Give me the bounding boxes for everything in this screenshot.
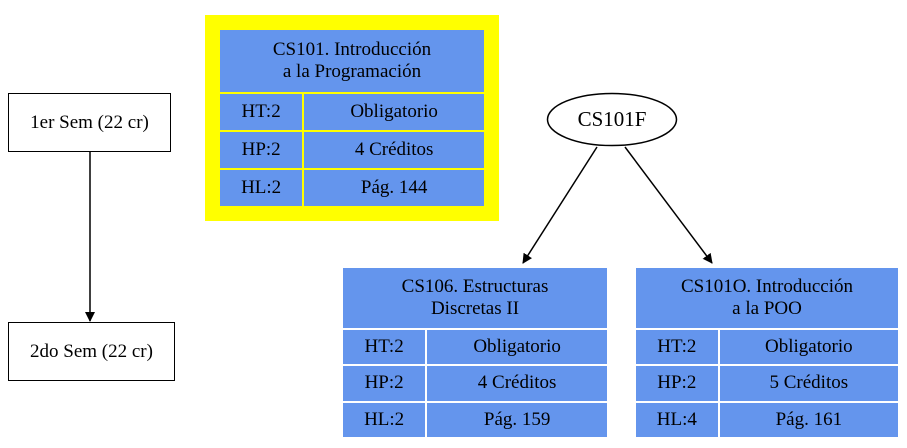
- course-hl: HL:2: [343, 402, 426, 437]
- course-hp: HP:2: [220, 132, 303, 169]
- semester-label: 2do Sem (22 cr): [30, 340, 153, 362]
- semester-node-1: 1er Sem (22 cr): [8, 93, 171, 152]
- course-page: Pág. 161: [719, 402, 898, 437]
- course-page: Pág. 144: [304, 170, 484, 206]
- course-credits: 5 Créditos: [719, 366, 898, 401]
- prerequisite-label: CS101F: [577, 107, 647, 131]
- course-credits: 4 Créditos: [304, 132, 484, 169]
- semester-node-2: 2do Sem (22 cr): [8, 322, 175, 381]
- ellipse-shape: [546, 92, 678, 147]
- course-type: Obligatorio: [719, 329, 898, 365]
- course-hp: HP:2: [636, 366, 718, 401]
- course-ht: HT:2: [220, 94, 303, 131]
- edge-cs101f-to-cs101o: [624, 146, 713, 264]
- course-credits: 4 Créditos: [427, 366, 607, 401]
- course-page: Pág. 159: [427, 402, 607, 437]
- course-hp: HP:2: [343, 366, 426, 401]
- course-ht: HT:2: [343, 329, 426, 365]
- course-ht: HT:2: [636, 329, 718, 365]
- edge-cs101f-to-cs106: [522, 146, 598, 264]
- course-hl: HL:2: [220, 170, 303, 206]
- course-type: Obligatorio: [304, 94, 484, 131]
- course-hl: HL:4: [636, 402, 718, 437]
- prerequisite-node: CS101F: [546, 92, 678, 147]
- course-type: Obligatorio: [427, 329, 607, 365]
- semester-label: 1er Sem (22 cr): [30, 111, 149, 133]
